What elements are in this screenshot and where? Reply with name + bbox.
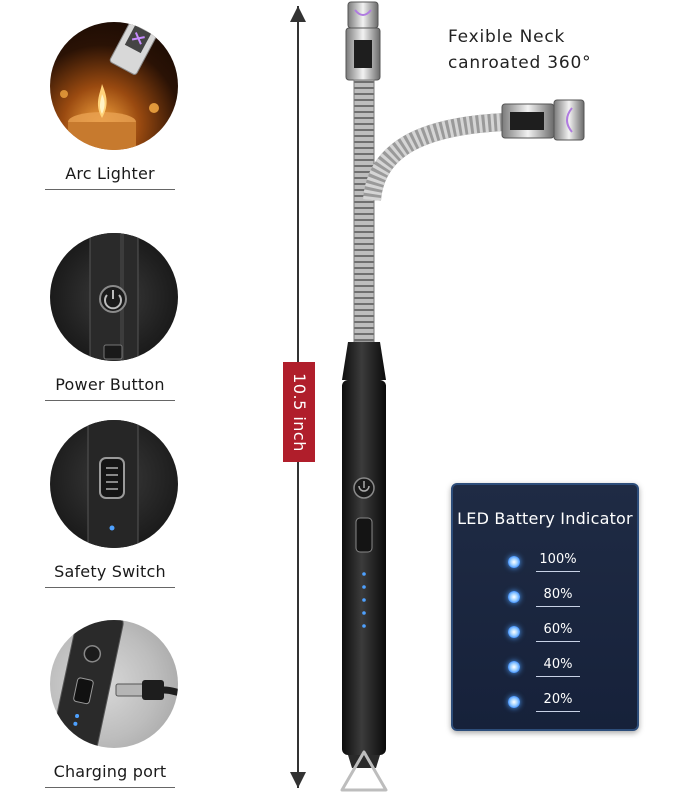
length-label: 10.5 inch (289, 372, 309, 452)
bent-neck (363, 113, 506, 202)
power-icon (99, 285, 127, 313)
arc-lighter-image (50, 22, 178, 150)
led-dot-icon (508, 695, 520, 708)
safety-switch-image (50, 420, 178, 548)
led-dot-icon (508, 555, 520, 568)
lighter-product-image (340, 1, 585, 792)
neck-caption: Fexible Neck canroated 360° (448, 24, 591, 76)
led-dot-icon (508, 660, 520, 673)
led-level-row: 100% (453, 544, 637, 579)
feature-label: Charging port (45, 762, 175, 788)
feature-charging-port: Charging port (40, 620, 190, 788)
feature-label: Arc Lighter (45, 164, 175, 190)
feature-label: Power Button (45, 375, 175, 401)
led-level-list: 100% 80% 60% 40% 20% (453, 544, 637, 719)
feature-safety-switch: Safety Switch (40, 420, 190, 588)
arrow-head-up-icon (290, 6, 306, 22)
charging-port-image (50, 620, 178, 748)
candle-flame-icon (60, 22, 161, 150)
led-battery-panel: LED Battery Indicator 100% 80% 60% 40% 2… (451, 483, 639, 731)
arrow-head-down-icon (290, 772, 306, 788)
power-button-image (50, 233, 178, 361)
usb-cable-icon (115, 680, 178, 700)
led-level-row: 60% (453, 614, 637, 649)
lighter-body (342, 380, 386, 755)
feature-label: Safety Switch (45, 562, 175, 588)
bent-arc-head (501, 99, 585, 141)
led-panel-title: LED Battery Indicator (457, 509, 633, 528)
led-level-value: 80% (536, 587, 580, 607)
arc-head (345, 1, 381, 81)
led-level-value: 40% (536, 657, 580, 677)
feature-power-button: Power Button (40, 233, 190, 401)
led-level-row: 20% (453, 684, 637, 719)
led-level-row: 40% (453, 649, 637, 684)
body-safety-switch (355, 517, 373, 553)
led-level-value: 100% (536, 552, 580, 572)
neck-caption-line1: Fexible Neck (448, 27, 566, 47)
hanging-loop-icon (340, 750, 388, 792)
feature-arc-lighter: Arc Lighter (40, 22, 190, 190)
length-tag: 10.5 inch (283, 362, 315, 462)
led-level-value: 60% (536, 622, 580, 642)
neck-caption-line2: canroated 360° (448, 53, 592, 73)
straight-neck (353, 79, 375, 343)
safety-switch-icon (99, 457, 125, 499)
led-level-value: 20% (536, 692, 580, 712)
led-level-row: 80% (453, 579, 637, 614)
led-dot-icon (508, 625, 520, 638)
led-dot-icon (508, 590, 520, 603)
